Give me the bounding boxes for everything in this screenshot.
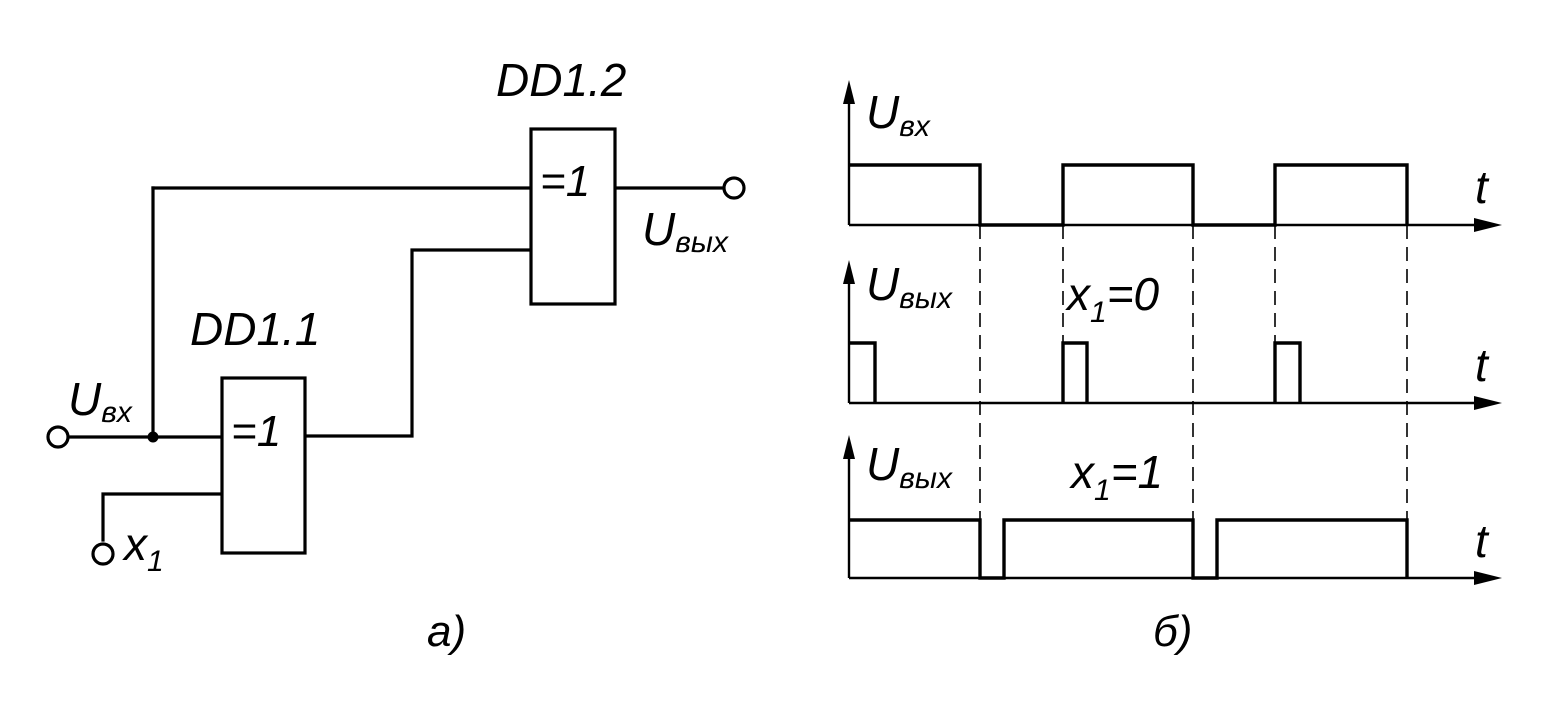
waveform-input	[849, 163, 1409, 227]
schematic-caption: а)	[427, 607, 466, 656]
timing-row-out-x0: Uвых x1=0 t	[843, 258, 1502, 410]
row-label-out-x1: Uвых	[866, 438, 953, 495]
inter-gate-wire	[303, 248, 533, 438]
input-label: Uвх	[68, 373, 133, 429]
t-label-out-x0: t	[1475, 339, 1490, 391]
waveform-out-x1	[849, 518, 1409, 580]
timing-diagram: Uвх t Uвых x1=0 t	[843, 80, 1502, 656]
control-wire	[101, 492, 224, 542]
timing-row-input: Uвх t	[843, 80, 1502, 232]
waveform-out-x0-pulse-3	[1273, 341, 1302, 403]
waveform-out-x0-pulse-2	[1061, 341, 1089, 403]
note-x1-0: x1=0	[1065, 268, 1160, 329]
waveform-out-x0-pulse-1	[849, 341, 877, 403]
t-label-out-x1: t	[1475, 515, 1490, 567]
gate-dd1-1-symbol: =1	[231, 407, 281, 456]
junction-dot	[147, 431, 159, 443]
y-arrow-input	[843, 80, 855, 104]
gate-dd1-2-symbol: =1	[540, 157, 590, 206]
y-arrow-out-x1	[843, 435, 855, 459]
gate-dd1-1-label: DD1.1	[190, 303, 320, 355]
control-terminal[interactable]	[91, 542, 115, 566]
output-label: Uвых	[642, 203, 729, 259]
output-terminal[interactable]	[722, 176, 746, 200]
y-arrow-out-x0	[843, 260, 855, 284]
timing-caption: б)	[1153, 607, 1192, 656]
schematic: =1 =1 DD1.1 DD1.2 Uвх Uвых x1 а)	[46, 54, 746, 656]
control-label: x1	[122, 518, 164, 578]
row-label-out-x0: Uвых	[866, 258, 953, 315]
timing-row-out-x1: Uвых x1=1 t	[843, 435, 1502, 585]
input-terminal[interactable]	[46, 425, 70, 449]
t-arrow-input	[1474, 218, 1502, 232]
note-x1-1: x1=1	[1069, 446, 1163, 507]
gate-dd1-2-label: DD1.2	[496, 54, 626, 106]
t-arrow-out-x1	[1474, 571, 1502, 585]
row-label-input: Uвх	[866, 86, 931, 143]
t-label-input: t	[1475, 161, 1490, 213]
t-arrow-out-x0	[1474, 396, 1502, 410]
gate-dd1-1	[220, 376, 307, 555]
gate-dd1-2	[529, 127, 617, 306]
